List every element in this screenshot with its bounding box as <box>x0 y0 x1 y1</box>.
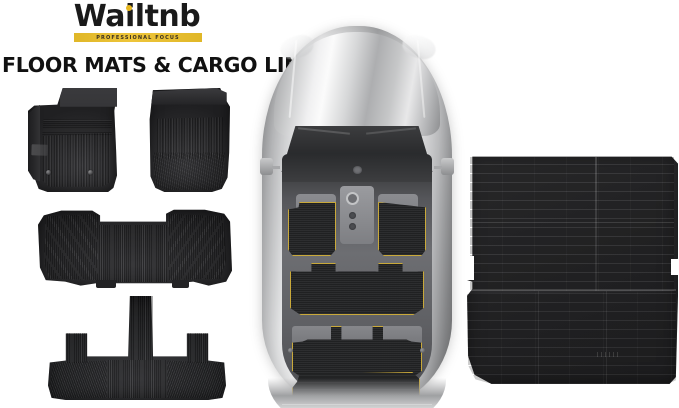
product-second-row-mat <box>38 209 232 288</box>
cupholder-icon <box>349 212 356 219</box>
vehicle-rear-bumper <box>268 378 446 408</box>
mat-rib-texture-center <box>106 360 168 398</box>
brand-accent-dot-icon <box>126 4 132 11</box>
side-mirror-arm-right <box>434 166 442 169</box>
mat-left-tab <box>65 333 88 363</box>
mat-tab <box>96 280 116 288</box>
brand-tagline-bar <box>74 33 202 42</box>
mat-rib-texture-left <box>49 360 107 398</box>
mat-upper-wall <box>60 88 117 107</box>
mat-retention-stud <box>45 170 51 176</box>
mat-heel-pad <box>42 119 112 136</box>
cargo-liner-horizontal-seam <box>467 288 676 291</box>
product-front-passenger-mat <box>148 88 230 192</box>
brand-tagline: PROFESSIONAL FOCUS <box>96 34 180 41</box>
mat-rib-texture <box>42 132 110 187</box>
cargo-liner-right-notch <box>670 258 679 275</box>
product-third-row-mat <box>48 296 226 400</box>
cargo-liner-lower-seam <box>538 291 540 384</box>
mat-surface <box>38 209 232 286</box>
cargo-liner-surface <box>466 156 678 384</box>
steering-wheel-icon <box>346 192 359 205</box>
cargo-liner-horizontal-seam <box>470 221 674 224</box>
cupholder-icon <box>349 223 356 230</box>
cargo-liner-lower-panel-texture <box>467 291 676 384</box>
side-mirror-left <box>260 158 273 175</box>
mat-tab <box>171 280 190 288</box>
brand-name: Wailtnb <box>73 0 201 34</box>
side-mirror-arm-left <box>272 166 280 169</box>
brand-logo: Wailtnb PROFESSIONAL FOCUS <box>62 2 212 42</box>
product-cargo-liner <box>466 152 679 384</box>
mat-upper-wall <box>151 88 227 105</box>
product-front-driver-mat <box>28 88 117 192</box>
mat-center-tab <box>129 296 153 361</box>
installed-mat-second-row <box>290 263 424 315</box>
cargo-liner-upper-panel-texture <box>470 156 674 292</box>
mat-rib-texture <box>156 117 224 159</box>
mat-rib-texture-right <box>167 360 225 398</box>
installed-mat-front-right <box>378 202 426 256</box>
rear-bumper-crease <box>282 404 432 406</box>
door-handle-left-icon <box>288 348 293 353</box>
mat-retention-stud <box>87 170 93 176</box>
mat-surface <box>149 88 230 192</box>
mat-rib-texture-left <box>43 213 99 281</box>
mat-right-tab <box>186 333 209 363</box>
side-mirror-right <box>441 158 454 175</box>
cargo-liner-brand-tag <box>597 351 620 357</box>
vehicle-top-view <box>260 26 454 408</box>
installed-mat-front-left <box>288 202 336 256</box>
cargo-liner-left-notch <box>466 256 475 280</box>
mat-side-wall <box>28 104 41 182</box>
door-handle-right-icon <box>420 348 425 353</box>
cargo-liner-vertical-seam <box>595 156 597 292</box>
dome-light-icon <box>353 166 362 174</box>
mat-rib-texture-center <box>98 224 168 282</box>
mat-curved-rib-texture <box>152 152 226 190</box>
page-title: FLOOR MATS & CARGO LINER <box>2 53 331 77</box>
cargo-liner-lower-seam <box>605 291 608 384</box>
mat-embossed-logo <box>31 144 48 156</box>
mat-rib-texture-right <box>167 213 227 281</box>
